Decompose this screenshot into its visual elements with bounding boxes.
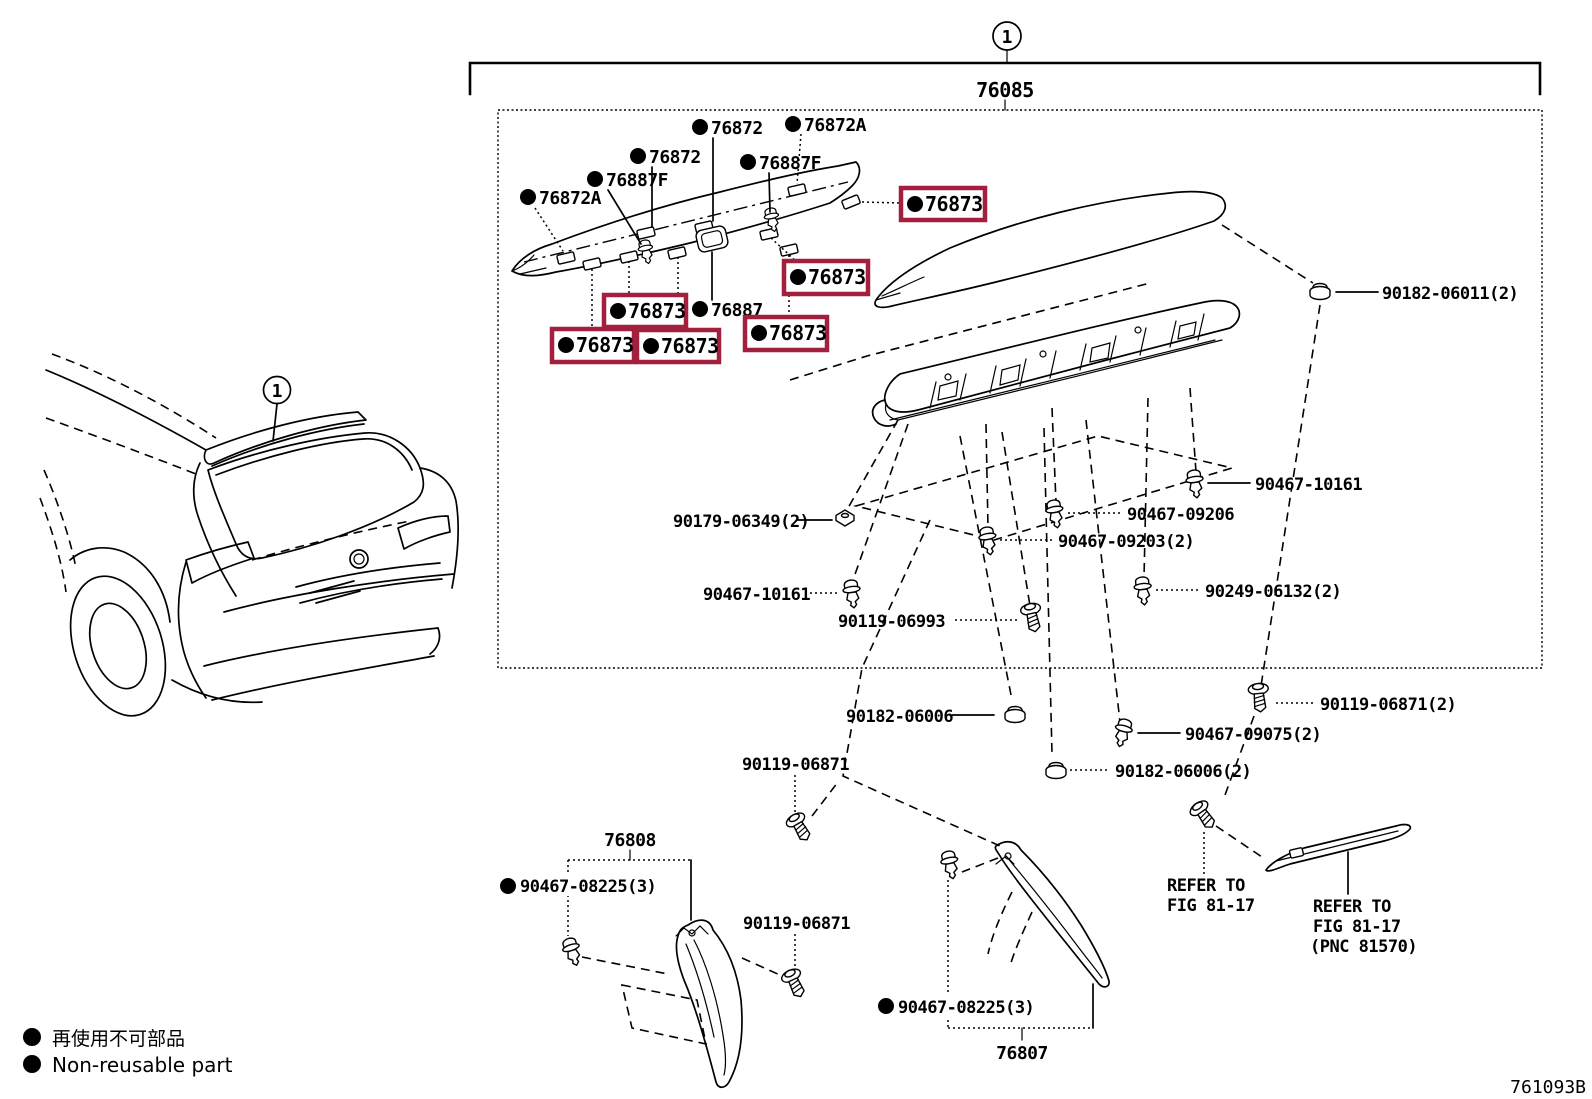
part-label-highlighted[interactable]: 76873 [808, 265, 866, 289]
fastener-leader-dashes [811, 224, 1321, 847]
clip-icon [1110, 716, 1136, 750]
part-label: 90119-06871(2) [1320, 695, 1456, 715]
highlighted-part-callout[interactable]: 76873 [549, 326, 637, 365]
highlighted-part-callout[interactable]: 76873 [742, 314, 830, 353]
screw-icon [783, 809, 817, 846]
part-label: 90119-06871 [742, 755, 849, 775]
highlighted-part-callout[interactable]: 76873 [601, 292, 689, 330]
highlighted-callouts: 76873 76873 76873 76873 76873 76873 [549, 185, 988, 365]
figure-doc-code: 761093B [1510, 1077, 1586, 1098]
part-label-highlighted[interactable]: 76873 [628, 299, 686, 323]
screw-icon [1247, 681, 1272, 714]
legend: 再使用不可部品 Non-reusable part [23, 1028, 233, 1077]
refer-note-line: REFER TO [1167, 876, 1245, 896]
part-label: 90179-06349(2) [673, 512, 809, 532]
part-label: 90467-10161 [1255, 475, 1362, 495]
clip-icon [1184, 468, 1207, 500]
clip-icon [841, 578, 864, 610]
refer-note-line: FIG 81-17 [1313, 917, 1401, 937]
screw-icon [778, 965, 811, 1002]
legend-japanese: 再使用不可部品 [52, 1028, 185, 1050]
spoiler-blade-art [874, 190, 1227, 309]
non-reusable-dot [23, 1055, 41, 1073]
refer-note-line: (PNC 81570) [1310, 937, 1417, 957]
part-label: 90467-09075(2) [1185, 725, 1321, 745]
non-reusable-dot [23, 1028, 41, 1046]
vehicle-callout-number: 1 [272, 381, 283, 402]
part-label: 76872A [804, 115, 867, 136]
part-label: 76807 [996, 1043, 1048, 1064]
detail-box-border [497, 109, 1543, 669]
part-label: 90467-09203(2) [1058, 532, 1194, 552]
vehicle-callout-circle [262, 375, 292, 405]
part-label: 76808 [604, 830, 656, 851]
highlighted-part-callout[interactable]: 76873 [634, 327, 722, 365]
part-label: 90467-10161 [703, 585, 810, 605]
refer-to-cluster: REFER TO FIG 81-17 REFER TO FIG 81-17 (P… [1167, 797, 1418, 957]
part-label: 76872 [711, 118, 763, 139]
part-label: 76887F [759, 153, 821, 174]
spoiler-inner-panel-art [789, 282, 1241, 541]
clip-icon [1043, 498, 1067, 530]
highlighted-part-callout[interactable]: 76873 [898, 185, 988, 223]
part-label: 76872A [539, 188, 602, 209]
part-label: 90119-06993 [838, 612, 945, 632]
part-label-highlighted[interactable]: 76873 [769, 321, 827, 345]
assembly-bracket: 1 76085 [468, 21, 1542, 111]
part-label: 90182-06006(2) [1115, 762, 1251, 782]
assembly-callout-circle [992, 21, 1022, 51]
part-label: 90467-09206 [1127, 505, 1234, 525]
grommet-icon [1309, 282, 1331, 301]
refer-note-line: FIG 81-17 [1167, 896, 1255, 916]
assembly-part-number: 76085 [976, 78, 1034, 102]
part-label: 76887F [606, 170, 668, 191]
clip-icon [559, 935, 586, 969]
vehicle-illustration: 1 [39, 353, 459, 717]
part-label: 90467-08225(3) [898, 998, 1034, 1018]
left-garnish-cluster: 90119-06871 76808 90467-08225(3) 90119-0… [496, 755, 852, 1089]
right-garnish-cluster: 76807 90467-08225(3) [874, 840, 1110, 1064]
grommet-icon [1004, 705, 1026, 724]
screw-icon [1018, 600, 1046, 635]
clip-icon [1132, 575, 1154, 607]
clip-icon [938, 848, 963, 882]
bolt-icon [1186, 797, 1222, 834]
fastener-callouts: 90182-06011(2) 90467-10161 90467-09206 9… [673, 282, 1519, 782]
grommet-icon [1045, 761, 1067, 780]
part-label-highlighted[interactable]: 76873 [576, 333, 634, 357]
part-label: 90119-06871 [743, 914, 850, 934]
part-label-highlighted[interactable]: 76873 [661, 334, 719, 358]
part-label: 90249-06132(2) [1205, 582, 1341, 602]
nut-icon [835, 509, 855, 527]
spoiler-underside-art [511, 161, 862, 277]
refer-note-line: REFER TO [1313, 897, 1391, 917]
part-label: 90182-06011(2) [1382, 284, 1518, 304]
highlighted-part-callout[interactable]: 76873 [781, 258, 871, 297]
part-label-highlighted[interactable]: 76873 [925, 192, 983, 216]
legend-english: Non-reusable part [52, 1053, 233, 1077]
part-label: 76872 [649, 147, 701, 168]
part-label: 90467-08225(3) [520, 877, 656, 897]
part-label: 90182-06006 [846, 707, 953, 727]
assembly-callout-number: 1 [1002, 27, 1013, 48]
